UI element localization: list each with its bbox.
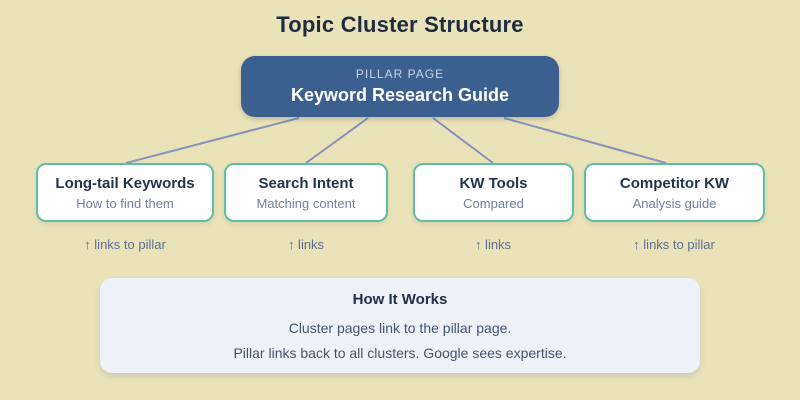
cluster-card-title: Competitor KW — [619, 174, 730, 192]
cluster-link-label: ↑ links — [287, 237, 325, 252]
cluster-link-label: ↑ links — [474, 237, 512, 252]
cluster-card-subtitle: Analysis guide — [632, 195, 717, 211]
cluster-card-title: KW Tools — [459, 174, 528, 192]
how-it-works-title: How It Works — [352, 291, 448, 308]
cluster-card-subtitle: Compared — [463, 195, 524, 211]
cluster-card-search-intent: Search Intent Matching content — [224, 163, 388, 222]
how-it-works-line: Pillar links back to all clusters. Googl… — [233, 345, 567, 361]
cluster-link-label: ↑ links to pillar — [633, 237, 715, 252]
cluster-card-competitor-kw: Competitor KW Analysis guide — [584, 163, 765, 222]
cluster-card-kw-tools: KW Tools Compared — [413, 163, 574, 222]
how-it-works-line: Cluster pages link to the pillar page. — [288, 320, 512, 336]
pillar-page-title: Keyword Research Guide — [290, 85, 510, 105]
cluster-card-title: Long-tail Keywords — [55, 174, 195, 192]
page-title: Topic Cluster Structure — [276, 12, 524, 37]
pillar-page-node: PILLAR PAGE Keyword Research Guide — [241, 56, 559, 117]
cluster-card-long-tail-keywords: Long-tail Keywords How to find them — [36, 163, 214, 222]
pillar-page-label: PILLAR PAGE — [355, 67, 445, 81]
connector-line — [432, 117, 494, 164]
cluster-link-label: ↑ links to pillar — [84, 237, 166, 252]
connector-line — [305, 117, 369, 164]
cluster-card-subtitle: How to find them — [76, 195, 174, 211]
connector-line — [125, 117, 300, 164]
how-it-works-panel: How It Works Cluster pages link to the p… — [100, 278, 700, 373]
connector-line — [503, 117, 667, 164]
cluster-card-subtitle: Matching content — [256, 195, 356, 211]
cluster-card-title: Search Intent — [258, 174, 354, 192]
